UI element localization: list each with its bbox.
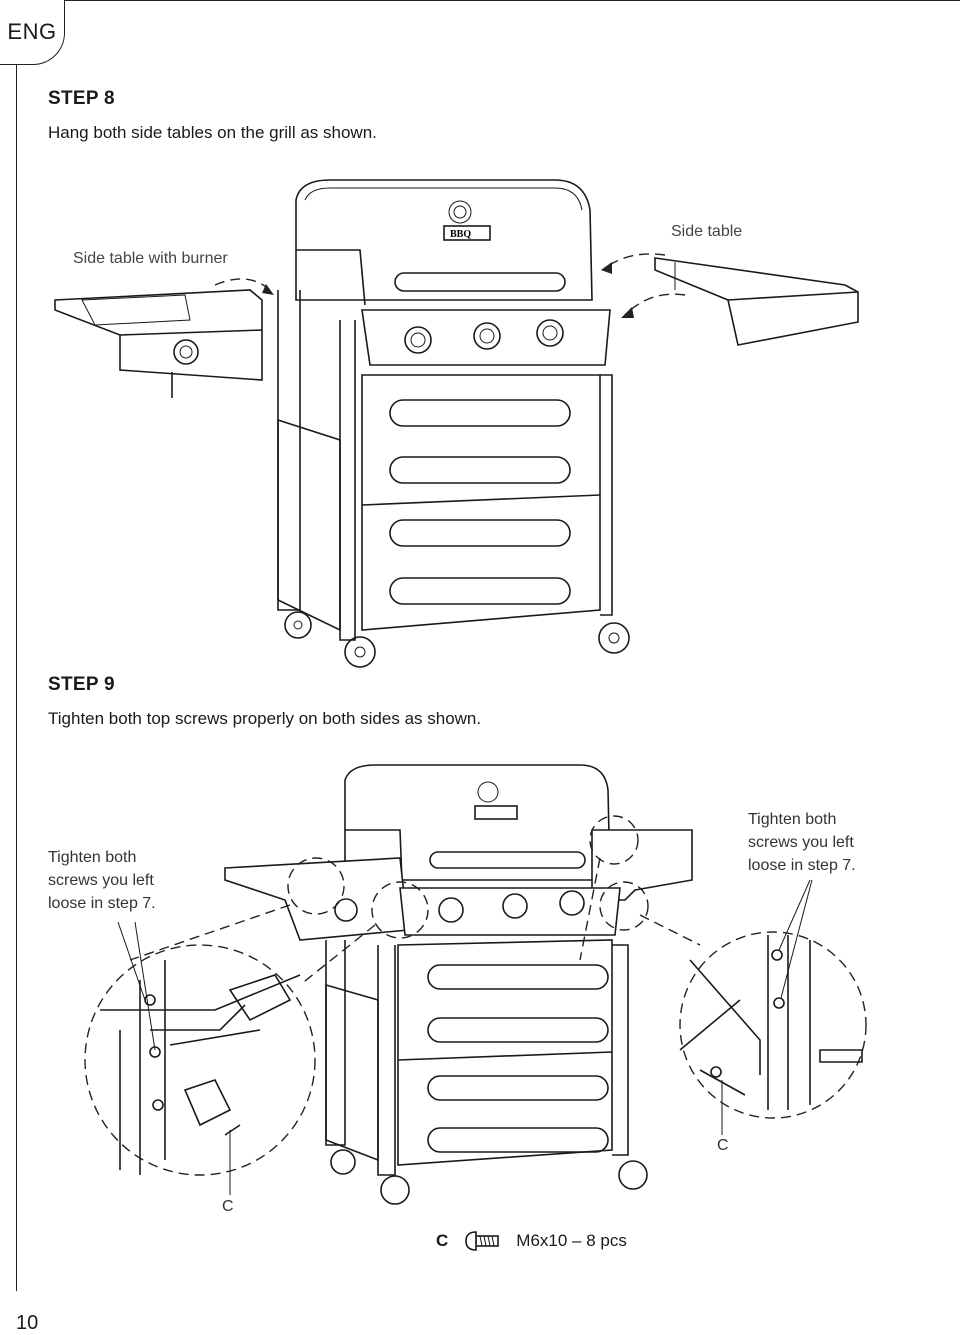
callout-right-line-3: loose in step 7. [748,857,856,874]
step-9-title: STEP 9 [48,674,115,695]
page-number: 10 [16,1312,39,1334]
part-label-c-right: C [717,1137,729,1154]
side-table-burner-label: Side table with burner [73,250,228,267]
hardware-legend: C M6x10 – 8 pcs [436,1230,627,1252]
grill-badge-text: BBQ [450,229,471,240]
screw-icon [465,1231,500,1251]
step-8-title: STEP 8 [48,88,115,109]
callout-left-line-3: loose in step 7. [48,895,156,912]
callout-right-line-1: Tighten both [748,811,837,828]
step-8-grill-illustration: BBQ [54,179,859,668]
callout-left: Tighten both screws you left loose in st… [48,846,156,915]
side-table-label: Side table [671,223,743,240]
language-badge: ENG [0,0,65,65]
part-label-c-left: C [222,1198,234,1215]
hardware-letter: C [436,1231,449,1250]
page-frame [16,0,960,1291]
callout-right-line-2: screws you left [748,834,854,851]
callout-left-line-2: screws you left [48,872,154,889]
step-9-instruction: Tighten both top screws properly on both… [48,709,482,728]
hardware-description: M6x10 – 8 pcs [516,1231,627,1250]
callout-left-line-1: Tighten both [48,849,137,866]
step-8-instruction: Hang both side tables on the grill as sh… [48,123,377,142]
callout-right: Tighten both screws you left loose in st… [748,808,856,877]
